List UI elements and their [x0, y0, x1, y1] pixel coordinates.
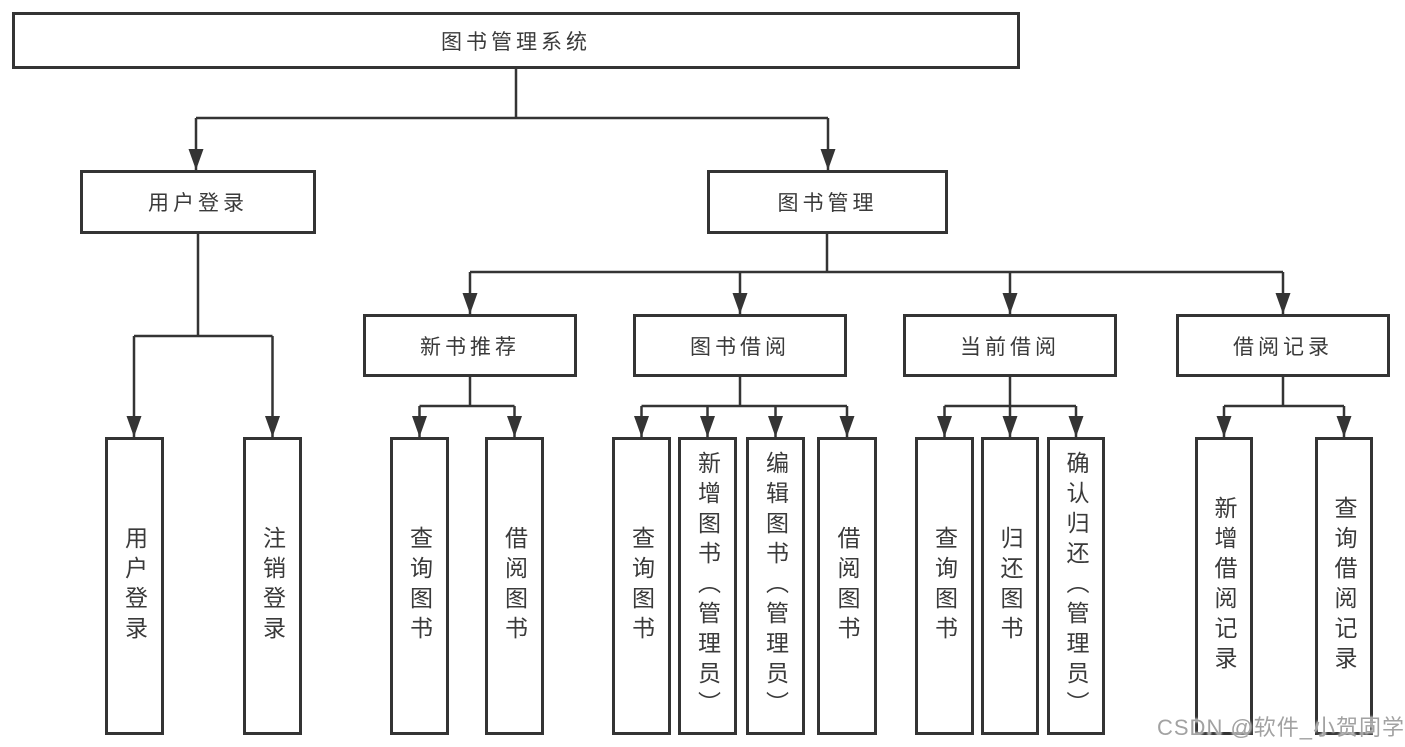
csdn-watermark: CSDN @软件_小贺同学: [1157, 715, 1405, 740]
leaf-user-login: 用户登录: [105, 437, 164, 735]
node-label: 确认归还（管理员）: [1063, 451, 1089, 721]
node-new-book-recommend: 新书推荐: [363, 314, 577, 377]
leaf-add-book-admin: 新增图书（管理员）: [678, 437, 737, 735]
leaf-query-book-current: 查询图书: [915, 437, 974, 735]
leaf-edit-book-admin: 编辑图书（管理员）: [746, 437, 805, 735]
node-label: 编辑图书（管理员）: [762, 451, 789, 721]
node-label: 查询借阅记录: [1331, 496, 1357, 676]
node-label: 新增借阅记录: [1211, 496, 1237, 676]
node-label: 查询图书: [931, 526, 958, 646]
leaf-query-book-recommend: 查询图书: [390, 437, 449, 735]
node-label: 图书管理: [777, 192, 878, 215]
node-label: 查询图书: [406, 526, 433, 646]
leaf-add-borrow-record: 新增借阅记录: [1195, 437, 1253, 735]
leaf-query-borrow-record: 查询借阅记录: [1315, 437, 1373, 735]
node-label: 查询图书: [628, 526, 655, 646]
leaf-query-book-borrow: 查询图书: [612, 437, 671, 735]
node-library-management-system: 图书管理系统: [12, 12, 1020, 69]
leaf-borrow-book-recommend: 借阅图书: [485, 437, 544, 735]
node-borrow-record: 借阅记录: [1176, 314, 1390, 377]
node-label: 新书推荐: [420, 335, 520, 359]
node-user-login: 用户登录: [80, 170, 316, 234]
leaf-borrow-book: 借阅图书: [817, 437, 877, 735]
node-book-management: 图书管理: [707, 170, 948, 234]
node-label: 当前借阅: [960, 335, 1060, 359]
node-label: 借阅图书: [501, 526, 528, 646]
node-label: 新增图书（管理员）: [694, 451, 721, 721]
node-label: 图书借阅: [690, 335, 790, 359]
node-label: 归还图书: [997, 526, 1023, 646]
node-label: 图书管理系统: [441, 30, 591, 54]
leaf-return-book: 归还图书: [981, 437, 1039, 735]
node-label: 注销登录: [259, 526, 286, 646]
node-current-borrow: 当前借阅: [903, 314, 1117, 377]
leaf-confirm-return-admin: 确认归还（管理员）: [1047, 437, 1105, 735]
node-label: 用户登录: [121, 526, 148, 646]
leaf-logout-login: 注销登录: [243, 437, 302, 735]
node-book-borrow: 图书借阅: [633, 314, 847, 377]
node-label: 用户登录: [148, 192, 248, 215]
node-label: 借阅图书: [834, 526, 860, 646]
node-label: 借阅记录: [1233, 335, 1333, 359]
